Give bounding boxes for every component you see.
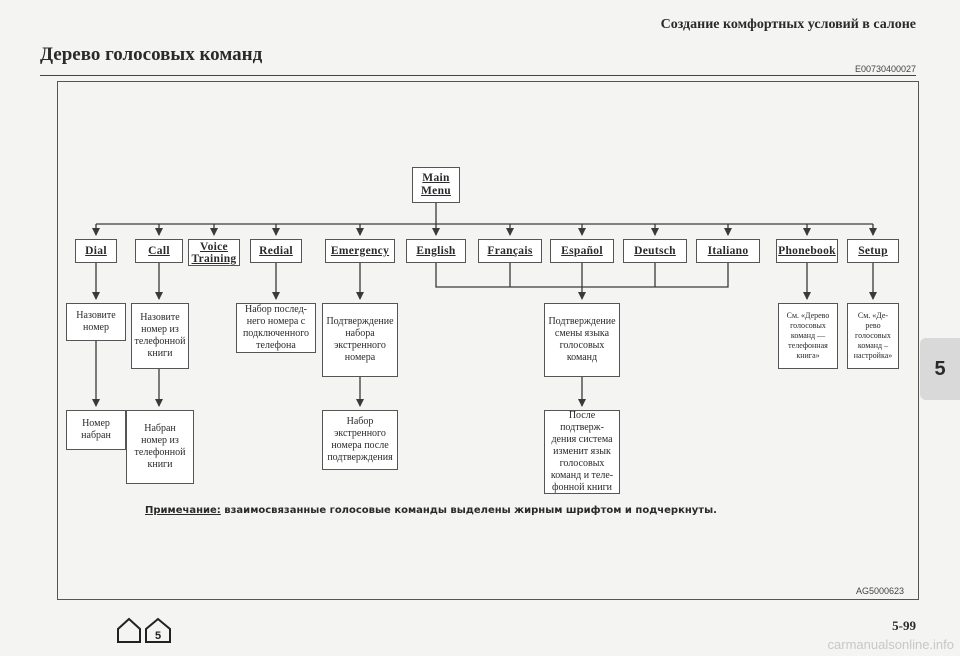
node-deutsch: Deutsch [623,239,687,263]
diagram-note: Примечание: взаимосвязанные голосовые ко… [145,505,717,516]
node-redial-step-1: Набор послед- него номера с подключенног… [236,303,316,353]
node-call: Call [135,239,183,263]
node-espanol: Español [550,239,614,263]
section-title: Создание комфортных условий в салоне [660,17,916,32]
node-francais: Français [478,239,542,263]
node-redial: Redial [250,239,302,263]
node-dial-step-1: Назовите номер [66,303,126,341]
node-language-step-1: Подтверждение смены языка голосовых кома… [544,303,620,377]
chapter-home-icon[interactable]: 5 [145,617,171,643]
node-dial: Dial [75,239,117,263]
title-rule [40,75,916,76]
node-english: English [406,239,466,263]
note-text: взаимосвязанные голосовые команды выделе… [220,505,717,516]
image-code: AG5000623 [855,586,904,596]
node-call-step-1: Назовите номер из телефонной книги [131,303,189,369]
document-code: E00730400027 [854,64,916,74]
node-emergency-step-1: Подтверждение набора экстренного номера [322,303,398,377]
node-emergency: Emergency [325,239,395,263]
node-emergency-step-2: Набор экстренного номера после подтвержд… [322,410,398,470]
chapter-home-number: 5 [155,630,161,642]
node-main-menu: Main Menu [412,167,460,203]
chapter-tab[interactable]: 5 [920,338,960,400]
watermark: carmanualsonline.info [827,637,954,652]
note-label: Примечание: [145,505,221,516]
node-dial-step-2: Номер набран [66,410,126,450]
page-title: Дерево голосовых команд [40,44,263,65]
node-language-step-2: После подтверж- дения система изменит яз… [544,410,620,494]
node-call-step-2: Набран номер из телефонной книги [126,410,194,484]
diagram-frame [57,81,919,600]
node-setup-step-1: См. «Де- рево голосовых команд – настрой… [847,303,899,369]
home-icon[interactable] [117,617,141,643]
page-number: 5-99 [892,618,916,633]
node-phonebook-step-1: См. «Дерево голосовых команд — телефонна… [778,303,838,369]
node-voice-training: Voice Training [188,239,240,266]
node-setup: Setup [847,239,899,263]
home-icons: 5 [117,617,171,643]
node-italiano: Italiano [696,239,760,263]
node-phonebook: Phonebook [776,239,838,263]
